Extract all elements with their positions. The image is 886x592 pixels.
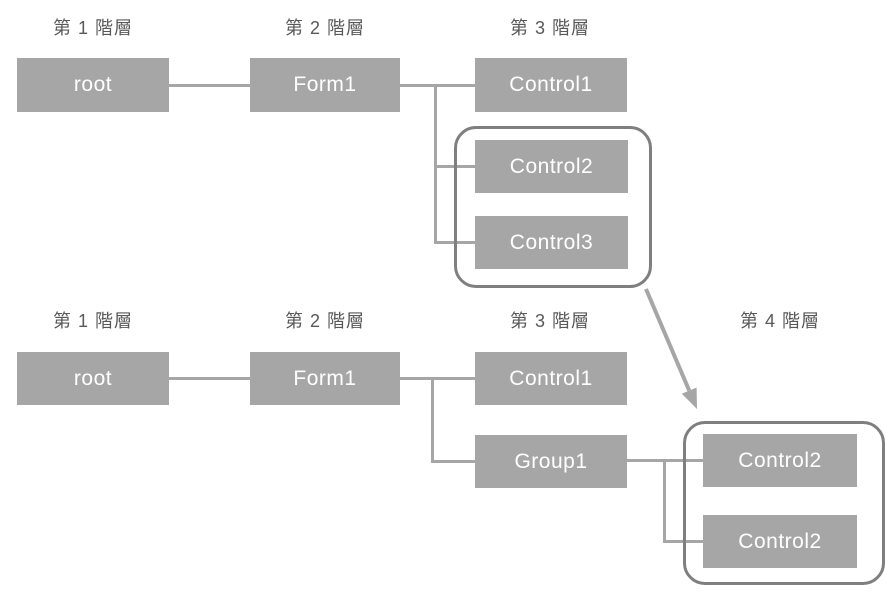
top-group-frame <box>454 126 652 288</box>
bottom-level-1-label: 第 1 階層 <box>52 311 134 331</box>
bottom-level-2-label: 第 2 階層 <box>284 311 366 331</box>
connector-top-root-form1 <box>169 84 250 87</box>
bottom-node-root: root <box>17 352 169 405</box>
connector-top-vertical <box>434 84 437 244</box>
top-node-control2: Control2 <box>475 140 628 193</box>
top-node-form1: Form1 <box>250 58 400 112</box>
bottom-group-frame <box>683 421 885 585</box>
bottom-node-control2a: Control2 <box>703 434 857 487</box>
connector-bottom-vertical-1 <box>431 377 434 463</box>
bottom-node-group1: Group1 <box>475 435 627 488</box>
bottom-node-form1: Form1 <box>250 352 400 405</box>
top-level-1-label: 第 1 階層 <box>52 18 134 38</box>
top-level-3-label: 第 3 階層 <box>509 18 591 38</box>
connector-top-form1-control1 <box>400 84 475 87</box>
bottom-node-control1: Control1 <box>475 352 627 405</box>
bottom-level-3-label: 第 3 階層 <box>509 311 591 331</box>
group-move-arrow <box>644 288 697 409</box>
top-node-root: root <box>17 58 169 112</box>
connector-bottom-root-form1 <box>169 377 250 380</box>
connector-bottom-group1 <box>431 460 475 463</box>
top-level-2-label: 第 2 階層 <box>284 18 366 38</box>
top-node-control1: Control1 <box>475 58 627 112</box>
bottom-node-control2b: Control2 <box>703 515 857 568</box>
connector-bottom-vertical-2 <box>663 459 666 543</box>
top-node-control3: Control3 <box>475 216 628 269</box>
bottom-level-4-label: 第 4 階層 <box>739 311 821 331</box>
connector-bottom-form1-control1 <box>400 377 475 380</box>
